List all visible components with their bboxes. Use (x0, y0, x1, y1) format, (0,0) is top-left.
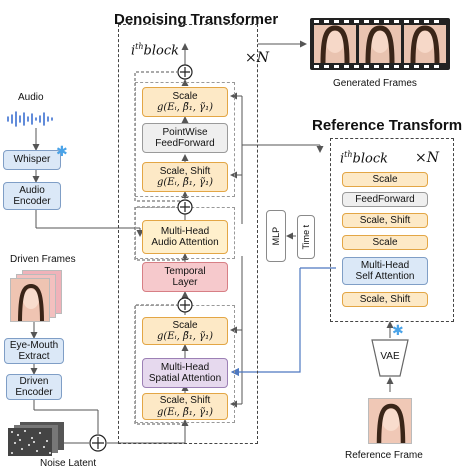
ref-self-attention-box: Multi-Head Self Attention (342, 257, 428, 285)
plus-circle-icon (177, 64, 193, 80)
denoising-block-label: ithblock (131, 42, 180, 59)
denoising-repeat-count: ×N (245, 50, 269, 66)
reference-frame-image (368, 398, 412, 444)
film-strip-icon (314, 20, 446, 68)
generated-frames-label: Generated Frames (333, 78, 417, 89)
reference-block-label: ithblock (340, 150, 389, 167)
spatial-attention-box: Multi-Head Spatial Attention (142, 358, 228, 388)
scale-top-box: Scale g(Eᵢ, β̃₁, γ̃₁) (142, 87, 228, 117)
reference-frame-label: Reference Frame (345, 450, 423, 461)
temporal-layer-box: Temporal Layer (142, 262, 228, 292)
scale-mid-box: Scale g(Eᵢ, β̃₁, γ̃₁) (142, 317, 228, 345)
ref-scale-box: Scale (342, 172, 428, 187)
ref-scale-box-2: Scale (342, 235, 428, 250)
driven-frame-front (10, 278, 50, 322)
generated-frames-film-strip (310, 18, 450, 70)
audio-waveform-icon (6, 110, 62, 133)
noise-icon (6, 422, 66, 461)
scale-shift-bottom-box: Scale, Shift g(Eᵢ, β̃₁, γ̃₁) (142, 393, 228, 420)
noise-latent-label: Noise Latent (40, 458, 97, 469)
eye-mouth-extract-box: Eye-Mouth Extract (4, 338, 64, 364)
vae-box: VAE (370, 338, 410, 378)
plus-circle-icon (177, 199, 193, 215)
audio-attention-box: Multi-Head Audio Attention (142, 220, 228, 254)
reference-transformer-title: Reference Transformer (312, 117, 462, 134)
ref-scale-shift-box-2: Scale, Shift (342, 292, 428, 307)
scale-shift-top-box: Scale, Shift g(Eᵢ, β̃₁, γ̃₁) (142, 162, 228, 192)
reference-repeat-count: ×N (415, 150, 439, 166)
plus-circle-icon (177, 297, 193, 313)
reference-block-frame (330, 138, 454, 322)
plus-circle-icon (89, 434, 107, 452)
ref-feedforward-box: FeedForward (342, 192, 428, 207)
time-box: Time t (297, 215, 315, 259)
denoising-transformer-title: Denoising Transformer (114, 11, 279, 28)
whisper-box: Whisper (3, 150, 61, 170)
ref-scale-shift-box: Scale, Shift (342, 213, 428, 228)
pointwise-feedforward-box: PointWise FeedForward (142, 123, 228, 153)
snowflake-icon: ✱ (392, 322, 404, 338)
snowflake-icon: ✱ (56, 143, 68, 159)
ff-subblock-frame (135, 82, 235, 197)
mlp-box: MLP (266, 210, 286, 262)
audio-label: Audio (18, 92, 44, 103)
driven-encoder-box: Driven Encoder (6, 374, 62, 400)
denoising-block-frame (118, 24, 258, 444)
driven-frames-label: Driven Frames (10, 254, 76, 265)
audio-encoder-box: Audio Encoder (3, 182, 61, 210)
